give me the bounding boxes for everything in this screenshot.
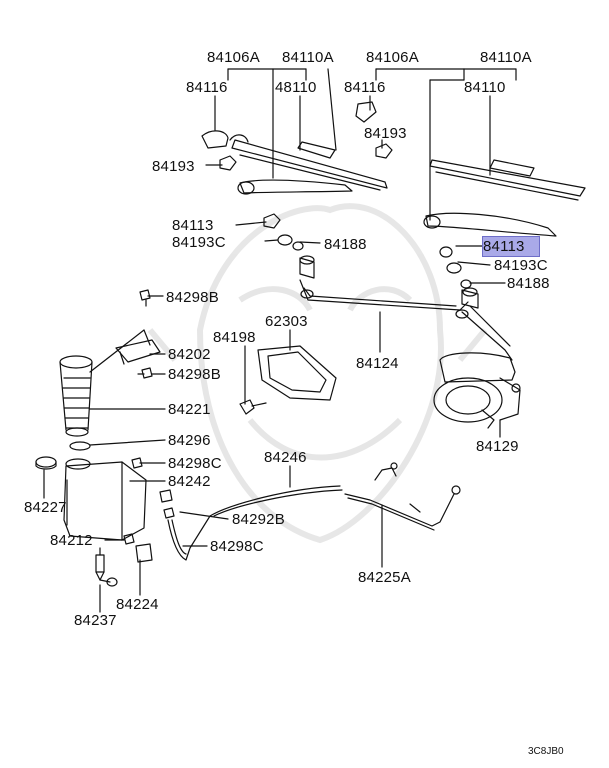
label-62303: 62303 [265,313,308,330]
label-84110A-right: 84110A [480,49,532,66]
label-48110: 48110 [275,79,317,96]
label-84113-right-highlighted[interactable]: 84113 [482,236,540,257]
bolt-84298C-bottom [163,507,175,519]
label-84129: 84129 [476,438,519,455]
nut-84193-right [375,143,393,159]
cap-84227 [35,456,57,470]
label-84110A-left: 84110A [282,49,334,66]
label-84212: 84212 [50,532,93,549]
wiper-arm-left [237,179,353,195]
clip-84292B [159,489,173,503]
blade-clip-84116-right [355,101,377,123]
diagram-code: 3C8JB0 [528,746,564,757]
washer-84188-right [460,279,472,289]
label-84292B: 84292B [232,511,285,528]
bracket-84106A-84110A-right [375,68,517,221]
label-84116-right: 84116 [344,79,386,96]
gasket-62303 [257,345,337,401]
label-84188-right: 84188 [507,275,550,292]
bolt-84298B-top [139,289,151,307]
label-84227: 84227 [24,499,67,516]
pivot-right [461,287,479,309]
leader-84296 [89,439,166,446]
reservoir-84242 [63,458,147,541]
leader-84113-left [235,221,267,226]
bracket-84106A-84110A-left [227,68,307,81]
wiper-linkage-84124 [299,279,513,361]
label-84193-left: 84193 [152,158,195,175]
leader-84193C-right [457,261,491,266]
seal-84296 [69,441,91,451]
leader-84110A-left [327,68,337,151]
label-84198: 84198 [213,329,256,346]
level-switch-84224 [135,543,153,563]
label-84298B-top: 84298B [166,289,219,306]
hose-84246 [167,485,343,561]
leader-84202-bracket-a [89,329,145,373]
blade-clip-84116-left [201,130,229,149]
bolt-84298B-mid [137,367,153,379]
label-84298C-bottom: 84298C [210,538,264,555]
washer-84188-left [292,241,304,251]
cap-84113-right [439,246,453,258]
bolt-84298C-mid [131,457,143,469]
label-84188-left: 84188 [324,236,367,253]
watermark-emblem [147,203,488,544]
label-84242: 84242 [168,473,211,490]
nut-84193-left [219,155,237,171]
label-84113-left: 84113 [172,217,214,234]
cap-84113-left [263,213,281,229]
wiper-blade-left [229,134,388,191]
wiper-arm-right [423,212,557,237]
leader-84202-bracket-b [143,329,151,346]
label-84124: 84124 [356,355,399,372]
pump-84237 [95,547,118,587]
label-84298C-mid: 84298C [168,455,222,472]
label-84106A-right: 84106A [366,49,419,66]
washer-84193C-right [446,262,462,274]
bracket-84202 [115,339,161,365]
label-84224: 84224 [116,596,159,613]
label-84237: 84237 [74,612,117,629]
leader-84193C-left [264,239,279,242]
label-84225A: 84225A [358,569,411,586]
washer-84193C-left [277,234,293,246]
label-84202: 84202 [168,346,211,363]
label-84193C-right: 84193C [494,257,548,274]
label-84106A-left: 84106A [207,49,260,66]
label-84221: 84221 [168,401,211,418]
label-84193-right: 84193 [364,125,407,142]
filler-hose-84221 [59,355,93,437]
pivot-left [299,255,315,279]
label-84298B-mid: 84298B [168,366,221,383]
connector-84212 [123,533,135,545]
bolt-84198 [239,399,267,415]
leader-84188-left [299,241,321,244]
wiper-motor-84129 [433,352,521,429]
label-84246: 84246 [264,449,307,466]
leader-84292B [179,511,229,520]
label-84193C-left: 84193C [172,234,226,251]
wiper-blade-right [429,159,586,201]
harness-84225A [344,462,461,531]
label-84110-right: 84110 [464,79,506,96]
label-84116-left: 84116 [186,79,228,96]
label-84296: 84296 [168,432,211,449]
